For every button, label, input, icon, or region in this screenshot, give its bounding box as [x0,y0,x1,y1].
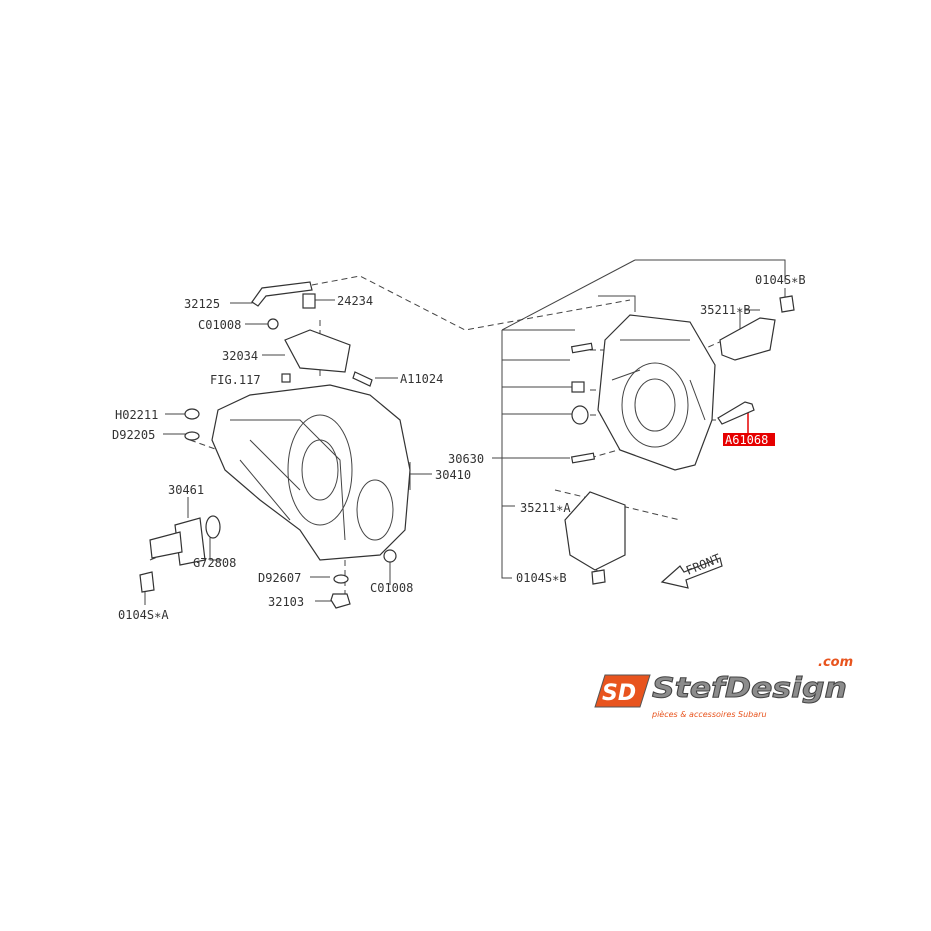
label-H02211[interactable]: H02211 [115,408,158,422]
logo-brand: StefDesign [652,671,847,704]
clip-24234 [302,293,316,309]
label-0104S-B-top[interactable]: 0104S∗B [755,273,806,287]
bolt-0104S-B-bot [591,569,606,585]
logo-mark-text: SD [602,681,636,706]
plug-32103 [330,593,351,609]
transmission-case-30410 [211,384,411,561]
bolt-A11024 [352,371,373,387]
label-32034[interactable]: 32034 [222,349,258,363]
bracket-35211-A [564,491,626,571]
breather-hose-32125 [251,281,313,307]
washer-C01008 [267,318,279,330]
bolt-0104S-A [139,571,155,593]
logo-mark-icon [594,674,651,708]
bolt-A61068 [717,401,755,425]
label-A11024[interactable]: A11024 [400,372,443,386]
label-35211-A[interactable]: 35211∗A [520,501,571,515]
label-C01008[interactable]: C01008 [198,318,241,332]
label-30630[interactable]: 30630 [448,452,484,466]
label-D92205[interactable]: D92205 [112,428,155,442]
bushing [571,381,585,393]
label-35211-B[interactable]: 35211∗B [700,303,751,317]
part-labels: 32125 24234 C01008 32034 FIG.117 A11024 … [112,273,806,622]
logo-tld: .com [818,655,853,670]
label-32103[interactable]: 32103 [268,595,304,609]
highlight-box [723,433,775,446]
shaft-30461 [149,517,206,566]
seal-G72808 [205,515,221,539]
front-arrow-icon [660,557,723,589]
label-fig117[interactable]: FIG.117 [210,373,261,387]
bracket-32034 [284,329,351,373]
label-30410[interactable]: 30410 [435,468,471,482]
extension-housing-30630 [597,314,716,471]
label-32125[interactable]: 32125 [184,297,220,311]
label-D92607[interactable]: D92607 [258,571,301,585]
logo-tagline: pièces & accessoires Subaru [651,709,767,719]
bracket-35211-B [719,317,776,361]
label-30461[interactable]: 30461 [168,483,204,497]
plug-fig117 [281,373,291,383]
plug-H02211 [184,408,200,420]
label-A61068[interactable]: A61068 [725,433,768,447]
label-G72808[interactable]: G72808 [193,556,236,570]
label-0104S-A[interactable]: 0104S∗A [118,608,169,622]
label-C01008-b[interactable]: C01008 [370,581,413,595]
dowel-pin [570,342,594,354]
leader-lines [144,259,786,605]
stefdesign-logo: SD StefDesign .com pièces & accessoires … [594,655,853,719]
gasket-D92205 [184,431,200,441]
washer-C01008-b [383,549,397,563]
gasket-D92607 [333,574,349,584]
seal [571,405,589,425]
label-0104S-B-bot[interactable]: 0104S∗B [516,571,567,585]
bolt-0104S-B-top [779,295,795,313]
dowel-pin-b [570,452,596,464]
label-24234[interactable]: 24234 [337,294,373,308]
